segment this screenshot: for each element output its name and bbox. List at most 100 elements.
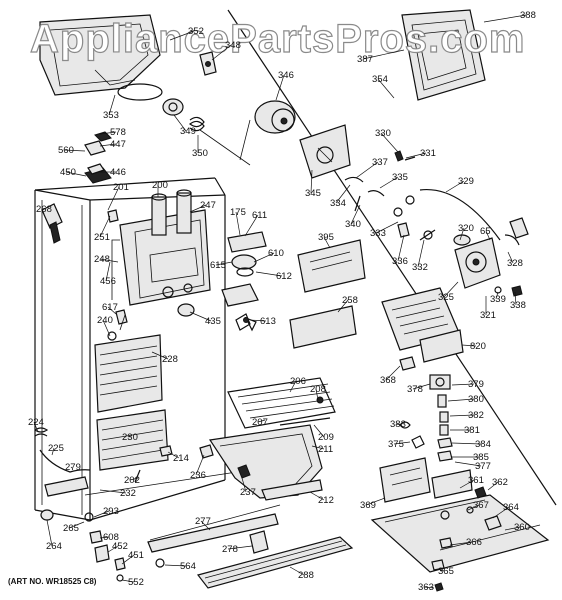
leader-820 [461,344,477,347]
valve-parts [399,356,453,462]
part-number-258: 258 [342,295,358,306]
leader-456 [105,261,111,282]
leader-236 [195,454,205,476]
part-number-202: 202 [124,475,140,486]
part-number-339: 339 [490,294,506,305]
leader-237 [241,477,247,493]
leader-335 [379,176,399,189]
part-number-208: 208 [310,384,326,395]
linkage-330 [394,150,416,162]
leader-352 [169,30,195,41]
leader-611 [244,214,259,237]
leader-346 [275,74,285,101]
leader-353 [108,94,116,116]
part-number-610: 610 [268,248,284,259]
part-number-613: 613 [260,316,276,327]
part-number-369: 369 [360,500,376,511]
leader-329 [445,180,465,193]
leader-206 [289,380,297,393]
leader-325 [443,281,459,298]
crisper-pan [199,424,323,501]
part-number-379: 379 [468,379,484,390]
part-number-338: 338 [510,300,526,311]
part-number-368: 368 [380,375,396,386]
part-number-240: 240 [97,315,113,326]
leader-560 [63,149,86,152]
leader-360 [504,526,521,531]
part-number-345: 345 [305,188,321,199]
drain-heater [34,427,91,473]
part-number-279: 279 [65,462,81,473]
part-number-361: 361 [468,475,484,486]
part-number-251: 251 [94,232,110,243]
part-number-452: 452 [112,541,128,552]
leader-380 [447,398,475,402]
part-number-820: 820 [470,341,486,352]
part-number-340: 340 [345,219,361,230]
leader-228 [151,351,169,360]
mounting-plate-345 [299,124,351,179]
leader-279 [70,466,73,469]
leader-202 [129,477,139,481]
part-number-200: 200 [152,180,168,191]
leader-383 [395,423,403,426]
part-number-388: 388 [520,10,536,21]
leader-387 [362,49,405,60]
leader-258 [337,299,349,313]
leader-331 [405,152,427,159]
auger-parts [162,98,251,166]
part-number-382: 382 [468,410,484,421]
part-348 [199,51,217,76]
wire-shelf [227,377,336,429]
part-number-232: 232 [120,488,136,499]
leader-212 [309,491,325,501]
leader-375 [393,441,411,445]
leader-552 [121,579,135,583]
part-number-330: 330 [375,128,391,139]
dispenser-linkage [344,176,501,241]
part-number-332: 332 [412,262,428,273]
part-number-237: 237 [240,487,256,498]
part-number-337: 337 [372,157,388,168]
leader-232 [99,489,127,494]
part-number-362: 362 [492,477,508,488]
leader-320 [459,227,465,241]
leader-361 [459,479,475,489]
leader-247 [189,204,207,213]
leader-211 [311,445,325,450]
base-items [40,476,126,582]
leader-617 [107,306,117,315]
part-number-321: 321 [480,310,496,321]
part-number-552: 552 [128,577,144,588]
leader-452 [107,545,119,553]
leader-334 [335,184,351,204]
part-number-447: 447 [110,139,126,150]
part-number-380: 380 [468,394,484,405]
part-number-293: 293 [103,506,119,517]
part-number-578: 578 [110,127,126,138]
leader-564 [164,564,187,567]
part-number-435: 435 [205,316,221,327]
part-number-325: 325 [438,292,454,303]
part-number-207: 207 [252,417,268,428]
part-number-334: 334 [330,198,346,209]
part-number-230: 230 [122,432,138,443]
part-number-365: 365 [438,566,454,577]
leader-224 [33,421,39,433]
leader-264 [46,519,53,547]
leader-364 [492,506,510,519]
part-number-336: 336 [392,256,408,267]
part-number-354: 354 [372,74,388,85]
bracket-parts [84,131,112,184]
leader-578 [99,131,117,135]
part-number-446: 446 [110,167,126,178]
leader-388 [483,14,527,23]
leader-240 [102,319,111,337]
leader-363 [423,586,435,589]
part-number-329: 329 [458,176,474,187]
part-number-611: 611 [252,210,267,221]
part-number-384: 384 [475,439,491,450]
part-number-201: 201 [113,182,129,193]
leader-612 [255,271,283,277]
leader-251 [99,215,111,238]
